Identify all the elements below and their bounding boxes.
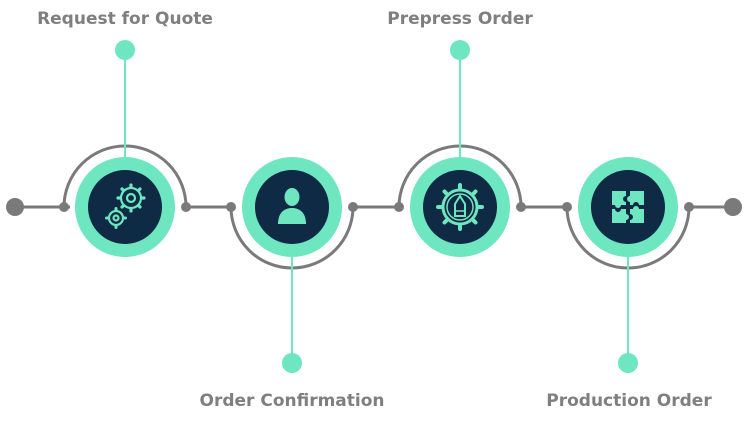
timeline-start-dot [6, 198, 24, 216]
step-4-label: Production Order [546, 391, 712, 411]
step-2-label: Order Confirmation [199, 391, 385, 411]
junction-dot [394, 202, 404, 212]
step-node-3 [410, 157, 510, 257]
gear-pencil-icon [436, 183, 484, 231]
junction-dots [59, 202, 694, 212]
step-core [255, 170, 329, 244]
connector-dot-step-1 [115, 40, 135, 60]
step-core [423, 170, 497, 244]
step-core [591, 170, 665, 244]
gears-icon [105, 183, 146, 229]
connector-dot-step-3 [450, 40, 470, 60]
junction-dot [516, 202, 526, 212]
junction-dot [348, 202, 358, 212]
step-3-label: Prepress Order [387, 9, 533, 29]
junction-dot [562, 202, 572, 212]
step-node-4 [578, 157, 678, 257]
junction-dot [226, 202, 236, 212]
junction-dot [684, 202, 694, 212]
connector-dots [115, 40, 638, 373]
puzzle-icon [612, 191, 644, 223]
junction-dot [181, 202, 191, 212]
step-node-1 [75, 157, 175, 257]
timeline [6, 198, 742, 216]
step-1-label: Request for Quote [37, 9, 213, 29]
junction-dot [59, 202, 69, 212]
label-connectors [124, 50, 629, 362]
connector-dot-step-2 [282, 353, 302, 373]
timeline-end-dot [724, 198, 742, 216]
person-icon [278, 188, 306, 224]
step-node-2 [242, 157, 342, 257]
connector-dot-step-4 [618, 353, 638, 373]
